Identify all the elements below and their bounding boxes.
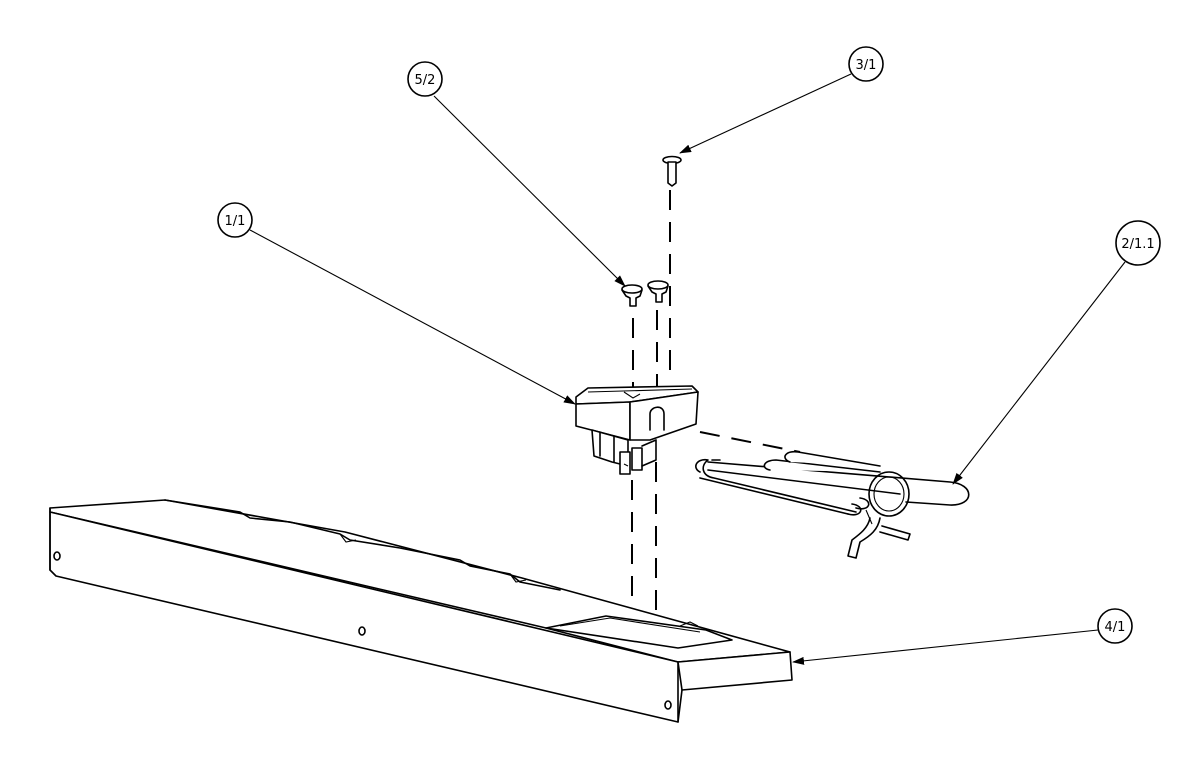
callout-1-1: 1/1 [217,202,253,238]
callout-5-2: 5/2 [407,61,443,97]
callout-4-1: 4/1 [1097,608,1133,644]
screw [662,155,682,187]
heating-element [695,450,970,559]
callout-label: 4/1 [1105,620,1126,635]
assembly-axes [631,190,801,612]
connector-housing [575,385,699,475]
rivets [621,280,669,307]
mounting-bracket [49,499,793,723]
callout-3-1: 3/1 [848,46,884,82]
callout-label: 2/1.1 [1121,237,1154,252]
leader-lines [249,73,1126,665]
callout-label: 5/2 [415,73,436,88]
callout-label: 1/1 [225,214,246,229]
callout-2-1-1: 2/1.1 [1115,220,1161,266]
callout-label: 3/1 [856,58,877,73]
